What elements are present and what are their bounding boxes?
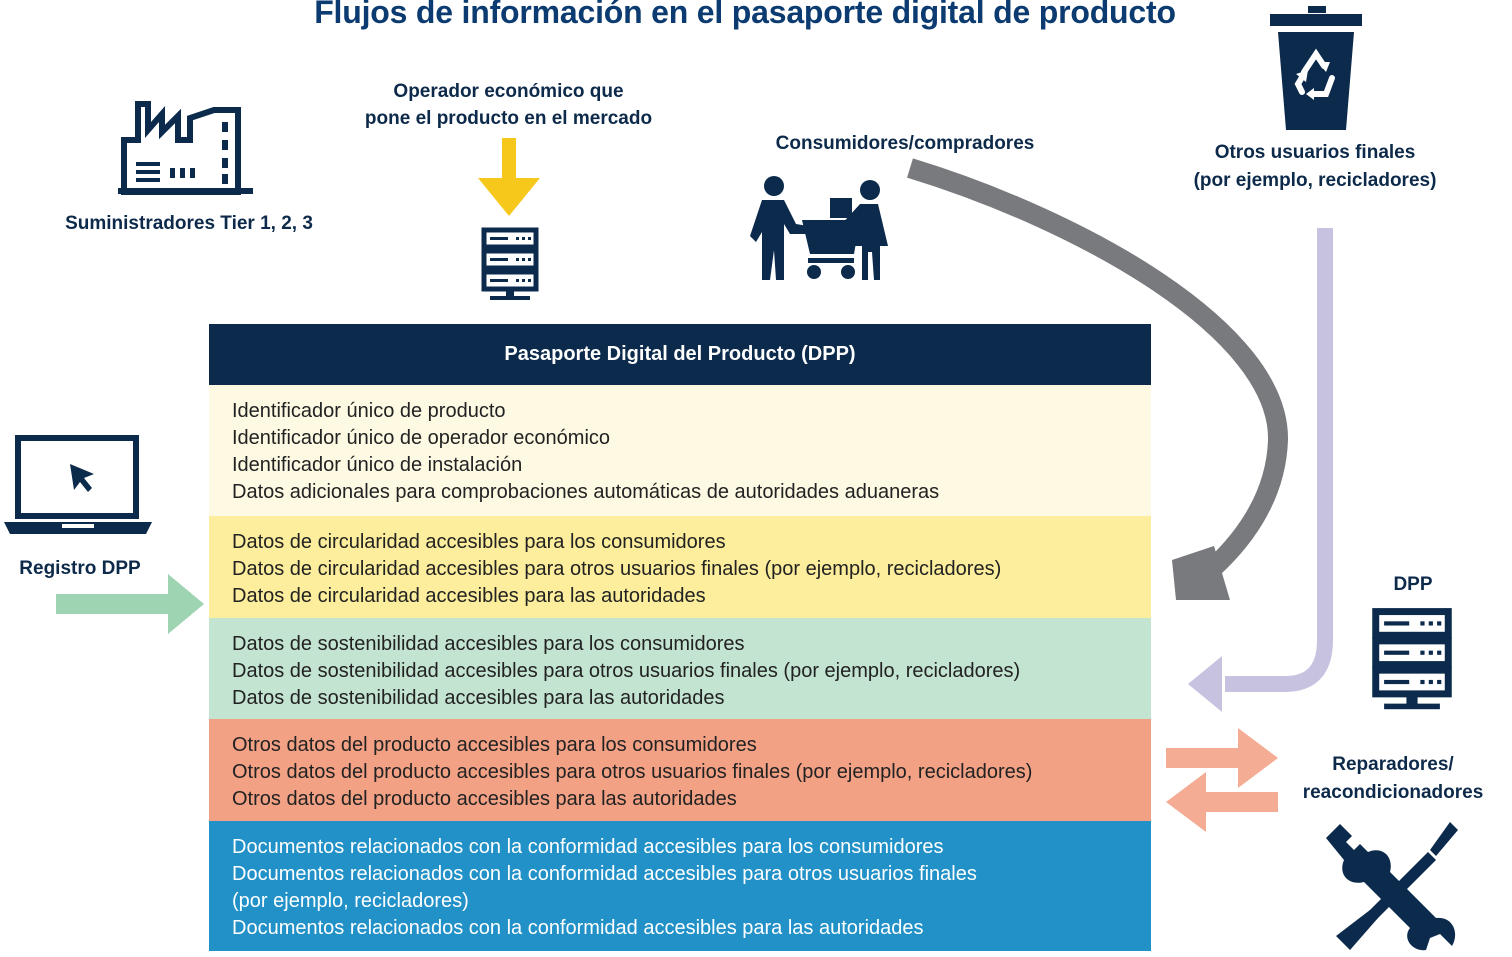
dpp-line: Datos de sostenibilidad accesibles para … <box>232 660 1021 682</box>
dpp-line: Documentos relacionados con la conformid… <box>232 917 924 939</box>
shopping-cart-people-icon <box>750 176 888 280</box>
repairers-label-line2: reacondicionadores <box>1302 782 1484 803</box>
dpp-line: Otros datos del producto accesibles para… <box>232 788 737 810</box>
operator-label-line1: Operador económico que <box>393 81 624 102</box>
dpp-line: Identificador único de operador económic… <box>232 427 611 449</box>
dpp-line: Datos de sostenibilidad accesibles para … <box>232 633 745 655</box>
dpp-server-label: DPP <box>1393 574 1433 595</box>
diagram-title: Flujos de información en el pasaporte di… <box>314 0 1176 30</box>
repairers-label-line1: Reparadores/ <box>1332 754 1454 775</box>
dpp-section-conformity: Documentos relacionados con la conformid… <box>209 821 1151 951</box>
dpp-section-circularity: Datos de circularidad accesibles para lo… <box>209 516 1151 618</box>
operator-down-arrow <box>478 138 540 216</box>
factory-icon <box>118 101 253 195</box>
suppliers-label: Suministradores Tier 1, 2, 3 <box>65 213 313 234</box>
dpp-line: Otros datos del producto accesibles para… <box>232 761 1033 783</box>
dpp-line: Identificador único de producto <box>232 400 506 422</box>
operator-label-line2: pone el producto en el mercado <box>364 108 653 129</box>
dpp-line: Datos de circularidad accesibles para ot… <box>232 558 1002 580</box>
dpp-section-other-data: Otros datos del producto accesibles para… <box>209 719 1151 821</box>
dpp-line: Documentos relacionados con la conformid… <box>232 863 977 885</box>
server-icon <box>481 227 539 300</box>
end-users-label-line1: Otros usuarios finales <box>1214 142 1416 163</box>
dpp-section-identifiers: Identificador único de producto Identifi… <box>209 385 1151 516</box>
consumers-label: Consumidores/compradores <box>775 133 1035 154</box>
recycle-bin-icon <box>1270 6 1362 130</box>
end-users-label-line2: (por ejemplo, recicladores) <box>1193 170 1437 191</box>
dpp-line: Datos de circularidad accesibles para la… <box>232 585 706 607</box>
dpp-line: Otros datos del producto accesibles para… <box>232 734 757 756</box>
registry-flow-arrow <box>56 574 204 634</box>
dpp-line: Datos de sostenibilidad accesibles para … <box>232 687 725 709</box>
dpp-line: Identificador único de instalación <box>232 454 523 476</box>
dpp-line: Datos de circularidad accesibles para lo… <box>232 531 726 553</box>
dpp-section-sustainability: Datos de sostenibilidad accesibles para … <box>209 618 1151 719</box>
dpp-line: Datos adicionales para comprobaciones au… <box>232 481 940 503</box>
repair-flow-arrows <box>1166 728 1278 832</box>
laptop-icon <box>4 435 152 534</box>
dpp-line: (por ejemplo, recicladores) <box>232 890 469 912</box>
dpp-line: Documentos relacionados con la conformid… <box>232 836 944 858</box>
server-icon <box>1372 608 1452 710</box>
wrench-screwdriver-icon <box>1326 822 1458 951</box>
dpp-header: Pasaporte Digital del Producto (DPP) <box>209 324 1151 385</box>
registry-label: Registro DPP <box>19 558 141 579</box>
dpp-panel: Pasaporte Digital del Producto (DPP) Ide… <box>209 324 1151 951</box>
